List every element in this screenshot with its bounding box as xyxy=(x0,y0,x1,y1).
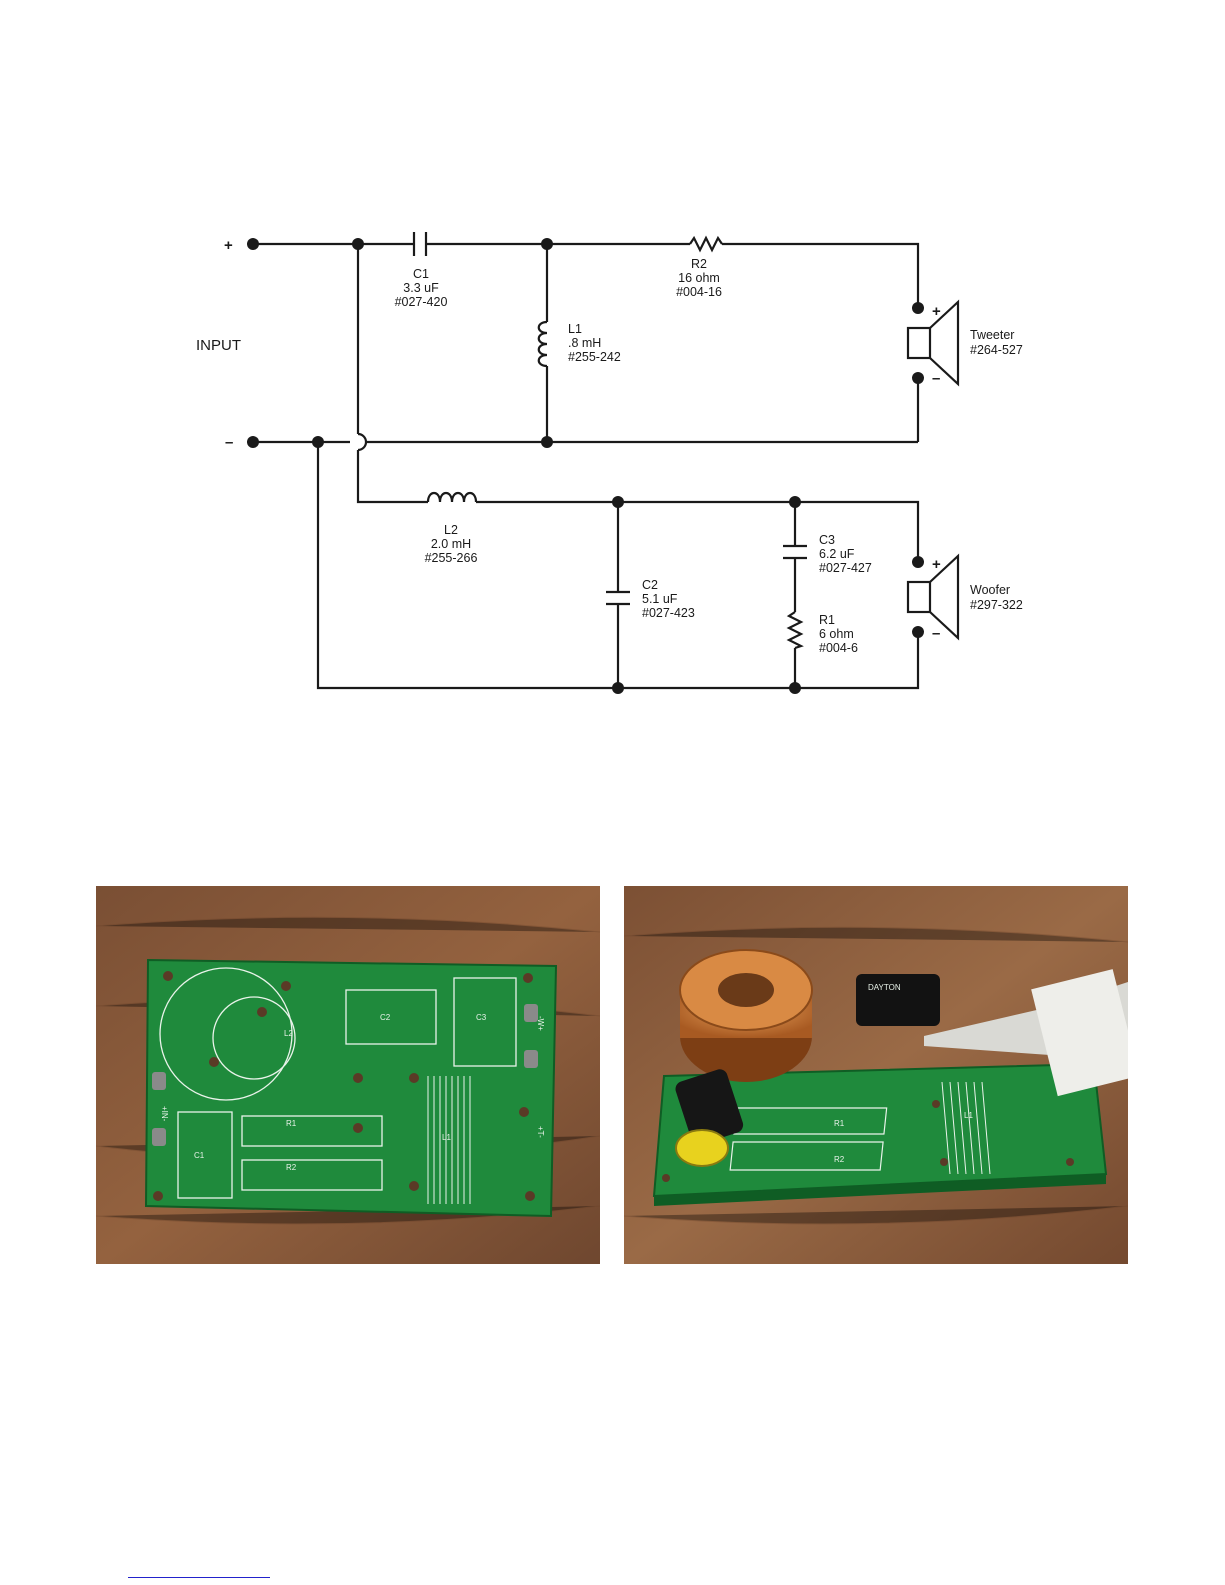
input-plus-label: + xyxy=(224,237,233,254)
tweeter-minus-label: – xyxy=(932,370,940,387)
l1-part: #255-242 xyxy=(568,350,621,364)
pcb-label-w: -W+ xyxy=(536,1016,545,1031)
junction-dot xyxy=(789,682,801,694)
l1-value: .8 mH xyxy=(568,336,601,350)
wire-crossover-jumper xyxy=(358,434,366,450)
c3-symbol xyxy=(783,546,807,558)
l1-label: L1 .8 mH #255-242 xyxy=(568,322,621,364)
pcb-label-l2: L2 xyxy=(284,1029,293,1038)
c2-part: #027-423 xyxy=(642,606,695,620)
pcb-label-c3: C3 xyxy=(476,1013,487,1022)
woofer-magnet-symbol xyxy=(908,582,930,612)
r1-symbol xyxy=(789,612,801,648)
c3-part: #027-427 xyxy=(819,561,872,575)
woofer-plus-label: + xyxy=(932,556,941,573)
woofer-plus-terminal xyxy=(912,556,924,568)
junction-dot xyxy=(312,436,324,448)
l2-symbol xyxy=(428,493,476,502)
pcb-label-r1: R1 xyxy=(286,1119,297,1128)
pcb-label-l1: L1 xyxy=(964,1111,973,1120)
r2-part: #004-16 xyxy=(676,285,722,299)
c1-part: #027-420 xyxy=(395,295,448,309)
l2-value: 2.0 mH xyxy=(431,537,471,551)
assembly-photo: R1 R2 L1 DAYTON xyxy=(624,886,1128,1264)
input-plus-terminal xyxy=(247,238,259,250)
c2-label: C2 5.1 uF #027-423 xyxy=(642,578,695,620)
woofer-minus-label: – xyxy=(932,625,940,642)
pcb-label-t: +T- xyxy=(536,1126,545,1138)
c3-label: C3 6.2 uF #027-427 xyxy=(819,533,872,575)
inductor-coil-center xyxy=(718,973,774,1007)
tweeter-label: Tweeter #264-527 xyxy=(970,328,1023,357)
capacitor-yellow-end xyxy=(676,1130,728,1166)
r1-label: R1 6 ohm #004-6 xyxy=(819,613,858,655)
l2-part: #255-266 xyxy=(425,551,478,565)
input-minus-terminal xyxy=(247,436,259,448)
c3-value: 6.2 uF xyxy=(819,547,855,561)
c2-value: 5.1 uF xyxy=(642,592,678,606)
junction-dot xyxy=(541,436,553,448)
woofer-label: Woofer #297-322 xyxy=(970,583,1023,612)
pcb-label-r2: R2 xyxy=(834,1155,845,1164)
c2-name: C2 xyxy=(642,578,658,592)
tweeter-plus-label: + xyxy=(932,303,941,320)
input-label: INPUT xyxy=(196,337,241,354)
woofer-part: #297-322 xyxy=(970,598,1023,612)
c1-name: C1 xyxy=(413,267,429,281)
tweeter-part: #264-527 xyxy=(970,343,1023,357)
woofer-minus-terminal xyxy=(912,626,924,638)
r1-part: #004-6 xyxy=(819,641,858,655)
pcb-label-in: +IN- xyxy=(160,1106,169,1122)
junction-dot xyxy=(789,496,801,508)
pcb-label-r2: R2 xyxy=(286,1163,297,1172)
c1-label: C1 3.3 uF #027-420 xyxy=(395,267,448,309)
pcb-label-l1: L1 xyxy=(442,1133,451,1142)
input-minus-label: – xyxy=(225,434,233,451)
pcb-board xyxy=(146,960,556,1216)
capacitor-brand: DAYTON xyxy=(868,983,901,992)
l2-label: L2 2.0 mH #255-266 xyxy=(425,523,478,565)
tweeter-name: Tweeter xyxy=(970,328,1014,342)
assembly-image: R1 R2 L1 DAYTON xyxy=(624,886,1128,1264)
junction-dot xyxy=(541,238,553,250)
tweeter-minus-terminal xyxy=(912,372,924,384)
c3-name: C3 xyxy=(819,533,835,547)
r1-value: 6 ohm xyxy=(819,627,854,641)
r2-label: R2 16 ohm #004-16 xyxy=(676,257,722,299)
junction-dot xyxy=(612,496,624,508)
bare-pcb-image: R1 R2 C1 C2 C3 L1 L2 +IN- +T- -W+ xyxy=(96,886,600,1264)
pcb-label-c1: C1 xyxy=(194,1151,205,1160)
l2-name: L2 xyxy=(444,523,458,537)
l1-symbol xyxy=(539,322,547,366)
r2-value: 16 ohm xyxy=(678,271,720,285)
capacitor-upright xyxy=(856,974,940,1026)
tweeter-plus-terminal xyxy=(912,302,924,314)
tweeter-magnet-symbol xyxy=(908,328,930,358)
footer-rule xyxy=(128,1577,270,1578)
junction-dot xyxy=(612,682,624,694)
c1-value: 3.3 uF xyxy=(403,281,439,295)
pcb-label-c2: C2 xyxy=(380,1013,391,1022)
pcb-label-r1: R1 xyxy=(834,1119,845,1128)
bare-pcb-photo: R1 R2 C1 C2 C3 L1 L2 +IN- +T- -W+ xyxy=(96,886,600,1264)
r2-name: R2 xyxy=(691,257,707,271)
wires xyxy=(253,232,958,688)
top-rail-wire xyxy=(253,244,918,308)
junction-dot xyxy=(352,238,364,250)
r2-symbol xyxy=(690,238,722,250)
crossover-schematic: + – INPUT C1 3.3 uF #027-420 L1 .8 mH #2… xyxy=(0,0,1225,720)
c2-symbol xyxy=(606,592,630,604)
l1-name: L1 xyxy=(568,322,582,336)
c1-symbol xyxy=(414,232,426,256)
r1-name: R1 xyxy=(819,613,835,627)
woofer-name: Woofer xyxy=(970,583,1010,597)
